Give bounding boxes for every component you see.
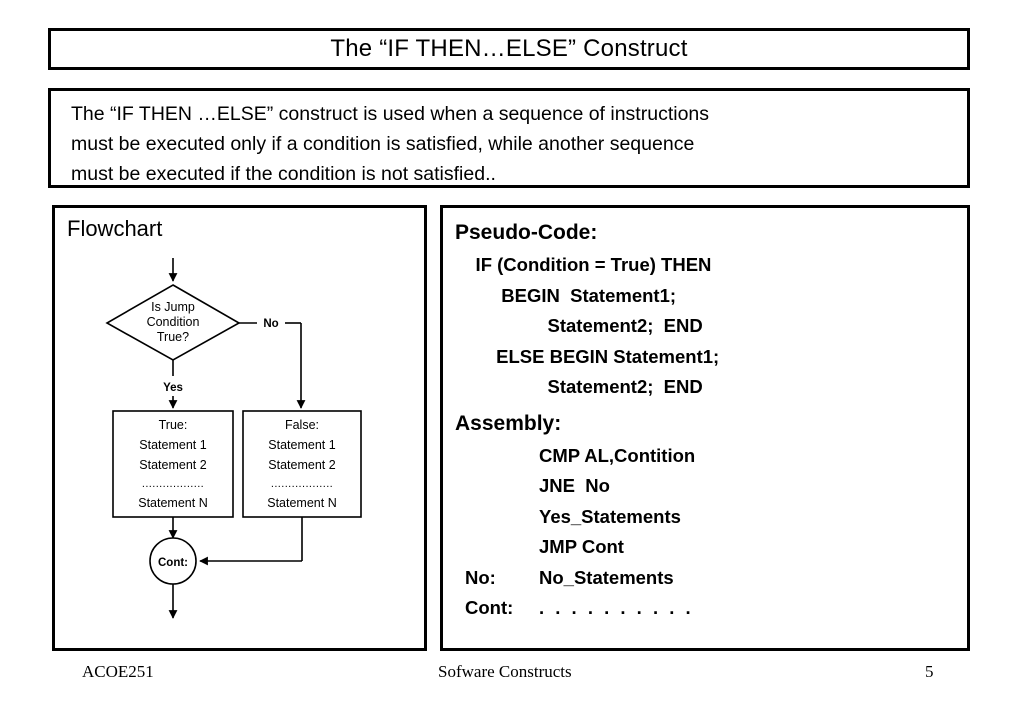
true-box-line3: Statement N (138, 496, 207, 510)
pseudo-code-line-5: Statement2; END (455, 376, 703, 397)
assembly-row: Yes_Statements (455, 502, 967, 533)
decision-label-line1: Is Jump (151, 300, 195, 314)
pseudo-code-heading: Pseudo-Code: (455, 221, 598, 244)
assembly-row: JNE No (455, 471, 967, 502)
true-box-header: True: (159, 418, 188, 432)
footer-course-code: ACOE251 (82, 662, 154, 681)
code-panel: Pseudo-Code: IF (Condition = True) THEN … (440, 205, 970, 651)
assembly-instruction: Yes_Statements (539, 505, 681, 527)
pseudo-code-line-4: ELSE BEGIN Statement1; (455, 345, 720, 367)
false-box-header: False: (285, 418, 319, 432)
flowchart-panel: Flowchart Is Jump Condition True? No Yes… (52, 205, 427, 651)
description-line-1: The “IF THEN …ELSE” construct is used wh… (71, 103, 710, 125)
slide-title-box: The “IF THEN…ELSE” Construct (48, 28, 970, 70)
assembly-heading: Assembly: (455, 411, 562, 435)
assembly-label (455, 441, 539, 472)
true-box-dots: .................. (142, 478, 204, 490)
assembly-label (455, 471, 539, 502)
assembly-label: No: (465, 566, 496, 588)
description-line-3: must be executed if the condition is not… (71, 163, 496, 185)
assembly-instruction: . . . . . . . . . . (539, 597, 694, 618)
description-box: The “IF THEN …ELSE” construct is used wh… (48, 88, 970, 188)
continue-label: Cont: (158, 557, 188, 569)
decision-label-line2: Condition (147, 315, 200, 329)
assembly-row: Cont: . . . . . . . . . . (455, 593, 967, 624)
assembly-label (455, 502, 539, 533)
assembly-instruction: CMP AL,Contition (539, 444, 696, 466)
assembly-instruction: JNE No (539, 475, 610, 496)
false-box-line2: Statement 2 (268, 458, 335, 472)
false-box-line3: Statement N (267, 496, 336, 510)
branch-label-no: No (263, 318, 278, 330)
pseudo-code-line-3: Statement2; END (455, 315, 703, 336)
assembly-label (455, 532, 539, 563)
assembly-row: CMP AL,Contition (455, 441, 967, 472)
description-line-2: must be executed only if a condition is … (71, 133, 695, 155)
true-box-line1: Statement 1 (139, 438, 206, 452)
assembly-row: JMP Cont (455, 532, 967, 563)
page-title: The “IF THEN…ELSE” Construct (330, 35, 688, 62)
true-box-line2: Statement 2 (139, 458, 206, 472)
decision-label-line3: True? (157, 330, 189, 344)
assembly-instruction: No_Statements (539, 566, 674, 588)
pseudo-code-line-2: BEGIN Statement1; (455, 284, 677, 306)
footer-page-number: 5 (925, 662, 934, 681)
assembly-instruction: JMP Cont (539, 536, 624, 557)
pseudo-code-line-1: IF (Condition = True) THEN (455, 254, 712, 275)
flowchart-heading: Flowchart (67, 216, 163, 241)
false-box-dots: .................. (271, 478, 333, 490)
false-statements-box (242, 410, 362, 518)
false-box-line1: Statement 1 (268, 438, 335, 452)
true-statements-box (112, 410, 234, 518)
flowchart-diagram: Is Jump Condition True? No Yes True: Sta… (105, 258, 362, 619)
slide-footer: ACOE251 Sofware Constructs 5 (48, 662, 970, 688)
assembly-row: No: No_Statements (455, 563, 967, 594)
assembly-label: Cont: (465, 597, 514, 618)
footer-topic: Sofware Constructs (438, 662, 572, 681)
branch-label-yes: Yes (163, 382, 183, 394)
